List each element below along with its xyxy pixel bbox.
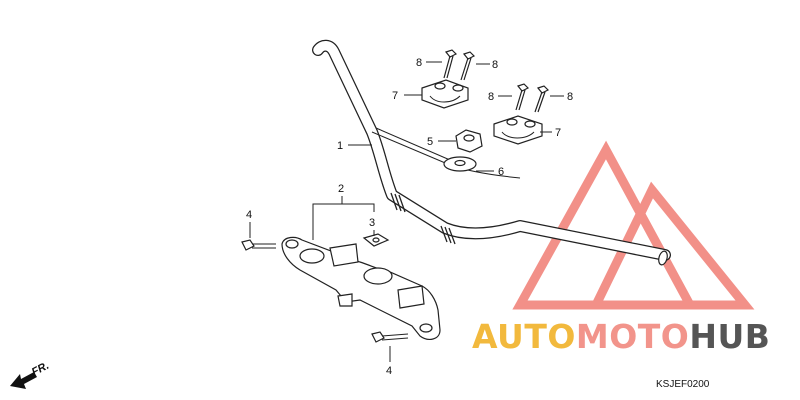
label-part-6: 6 [498, 166, 504, 178]
label-part-3: 3 [369, 217, 375, 229]
washer-6 [443, 156, 477, 172]
handlebar [312, 39, 671, 266]
watermark-word-auto: AUTO [472, 317, 576, 356]
bolt-8-group [443, 49, 550, 113]
bolt-4-lower [371, 331, 409, 343]
bolt-4-upper [241, 239, 276, 251]
nut-3 [362, 233, 390, 247]
top-bridge [281, 236, 441, 340]
label-part-5: 5 [427, 136, 433, 148]
handlebar-upper-holder-left [421, 79, 469, 109]
front-direction-arrow-icon [10, 372, 37, 389]
label-part-8-c: 8 [488, 91, 494, 103]
watermark-word-hub: HUB [689, 317, 770, 356]
label-part-1: 1 [337, 140, 343, 152]
label-part-8-d: 8 [567, 91, 573, 103]
label-part-8-b: 8 [492, 59, 498, 71]
watermark-brand: AUTOMOTOHUB [472, 317, 770, 356]
label-part-2: 2 [338, 183, 344, 195]
bolt-icon [534, 85, 550, 113]
label-part-4-upper: 4 [246, 209, 252, 221]
diagram-code: KSJEF0200 [656, 379, 710, 390]
rubber-5 [455, 129, 483, 153]
leader-lines [249, 61, 564, 362]
bolt-icon [515, 83, 530, 111]
label-part-8-a: 8 [416, 57, 422, 69]
watermark-word-moto: MOTO [576, 317, 689, 356]
label-part-4-lower: 4 [386, 365, 392, 377]
handlebar-upper-holder-right [493, 115, 543, 145]
label-part-7-right: 7 [555, 127, 561, 139]
bolt-icon [443, 49, 458, 79]
front-direction-label: FR. [30, 360, 51, 379]
bolt-icon [460, 51, 476, 81]
label-part-7-left: 7 [392, 90, 398, 102]
